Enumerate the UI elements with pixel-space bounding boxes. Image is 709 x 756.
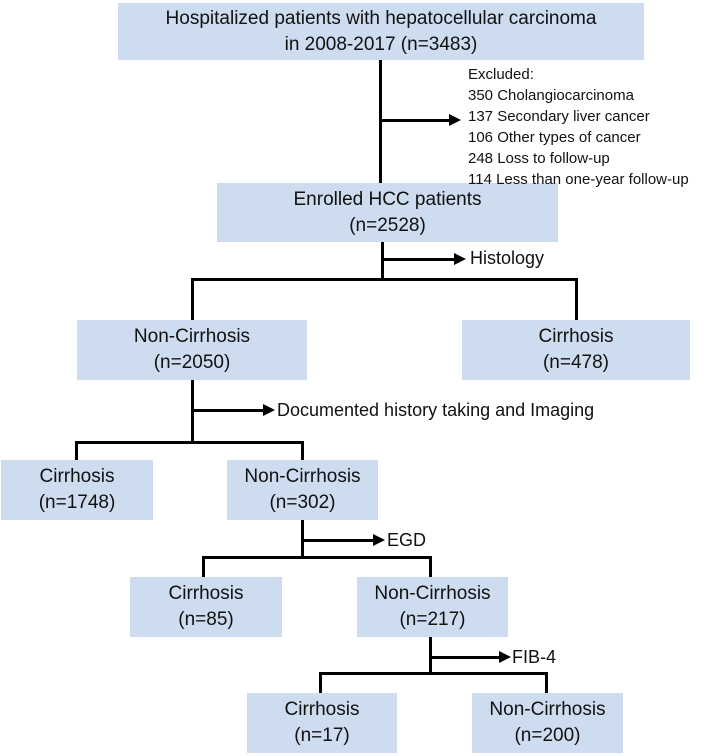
- box-line1: Non-Cirrhosis: [489, 699, 606, 720]
- excluded-item: 137 Secondary liver cancer: [468, 108, 650, 125]
- connector-line: [301, 539, 373, 542]
- connector-line: [202, 556, 205, 577]
- arrow-right-icon: [449, 114, 461, 126]
- connector-line: [202, 556, 432, 559]
- connector-line: [191, 278, 194, 320]
- connector-line: [545, 672, 548, 693]
- arrow-right-icon: [499, 651, 511, 663]
- box-line1: Cirrhosis: [538, 326, 614, 347]
- connector-line: [301, 441, 304, 460]
- box-noncirrhosis-200: Non-Cirrhosis (n=200): [472, 693, 623, 753]
- excluded-item: 106 Other types of cancer: [468, 129, 641, 146]
- excluded-list: Excluded: 350 Cholangiocarcinoma 137 Sec…: [468, 64, 708, 190]
- box-line2: (n=17): [294, 725, 350, 746]
- connector-line: [75, 441, 78, 460]
- box-line1: Hospitalized patients with hepatocellula…: [165, 7, 597, 29]
- arrow-right-icon: [373, 534, 385, 546]
- box-line2: (n=1748): [38, 492, 116, 513]
- connector-line: [319, 672, 548, 675]
- box-noncirrhosis-217: Non-Cirrhosis (n=217): [357, 577, 508, 637]
- box-line2: (n=302): [269, 492, 336, 513]
- box-noncirrhosis-2050: Non-Cirrhosis (n=2050): [77, 320, 307, 380]
- box-cirrhosis-17: Cirrhosis (n=17): [247, 693, 397, 753]
- connector-line: [191, 409, 263, 412]
- connector-line: [381, 242, 384, 281]
- egd-label: EGD: [387, 530, 427, 550]
- box-line1: Cirrhosis: [168, 583, 244, 604]
- box-line1: Non-Cirrhosis: [133, 326, 251, 347]
- connector-line: [75, 441, 304, 444]
- box-line2: (n=217): [399, 609, 466, 630]
- box-enrolled-hcc-patients: Enrolled HCC patients (n=2528): [217, 183, 558, 242]
- box-line1: Non-Cirrhosis: [244, 466, 361, 487]
- box-line1: Non-Cirrhosis: [374, 583, 491, 604]
- box-line1: Cirrhosis: [39, 466, 115, 487]
- box-line2: (n=85): [178, 609, 234, 630]
- excluded-item: 248 Loss to follow-up: [468, 150, 610, 167]
- excluded-item: 114 Less than one-year follow-up: [468, 171, 689, 188]
- box-hospitalized-patients: Hospitalized patients with hepatocellula…: [118, 3, 644, 60]
- connector-line: [429, 556, 432, 577]
- connector-line: [381, 258, 454, 261]
- box-line1: Cirrhosis: [284, 699, 360, 720]
- box-line2: (n=2050): [153, 352, 231, 373]
- arrow-right-icon: [263, 404, 275, 416]
- documented-history-label: Documented history taking and Imaging: [277, 400, 595, 420]
- box-line2: in 2008-2017 (n=3483): [284, 33, 478, 55]
- connector-line: [191, 278, 578, 281]
- box-line2: (n=478): [542, 352, 610, 373]
- box-line2: (n=2528): [349, 214, 426, 236]
- arrow-right-icon: [454, 253, 466, 265]
- connector-line: [319, 672, 322, 693]
- fib4-label: FIB-4: [512, 647, 557, 667]
- excluded-title: Excluded:: [468, 66, 534, 83]
- box-cirrhosis-1748: Cirrhosis (n=1748): [1, 460, 153, 520]
- connector-line: [379, 119, 449, 122]
- connector-line: [429, 637, 432, 674]
- excluded-item: 350 Cholangiocarcinoma: [468, 87, 634, 104]
- connector-line: [575, 278, 578, 320]
- box-line1: Enrolled HCC patients: [293, 188, 482, 210]
- box-cirrhosis-85: Cirrhosis (n=85): [130, 577, 282, 637]
- box-noncirrhosis-302: Non-Cirrhosis (n=302): [227, 460, 378, 520]
- histology-label: Histology: [470, 248, 545, 268]
- box-line2: (n=200): [514, 725, 581, 746]
- box-cirrhosis-478: Cirrhosis (n=478): [462, 320, 690, 380]
- connector-line: [429, 656, 499, 659]
